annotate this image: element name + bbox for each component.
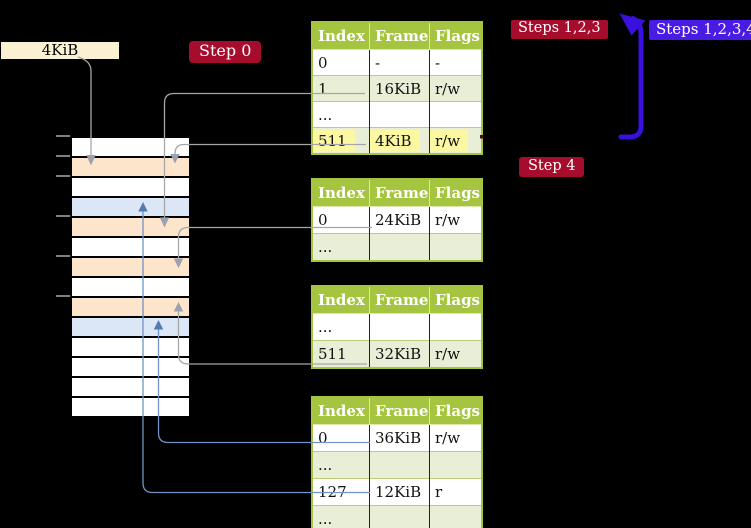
table-cell (369, 101, 430, 128)
table-row: ... (313, 101, 481, 128)
highlighted-value: 511 (313, 129, 355, 152)
memory-frame-row-blue (72, 318, 189, 338)
column-header: Index (313, 287, 370, 314)
memory-tick (56, 255, 70, 257)
table-cell: - (429, 49, 481, 76)
table-cell: 12KiB (369, 478, 430, 506)
memory-tick (56, 155, 70, 157)
table-cell: 0 (313, 49, 370, 76)
table-cell: r/w (429, 75, 481, 102)
table-cell: ... (313, 101, 370, 128)
table-row: ... (313, 313, 481, 341)
table-cell (429, 101, 481, 128)
memory-frame-row-white (72, 378, 189, 398)
column-header: Frame (369, 23, 430, 50)
column-header: Index (313, 23, 370, 50)
memory-frame-row-blue (72, 198, 189, 218)
column-header: Frame (369, 287, 430, 314)
column-header: Flags (429, 180, 481, 207)
table-row: ... (313, 451, 481, 479)
column-header: Index (313, 398, 370, 425)
memory-frame-row-white (72, 278, 189, 298)
table-cell (429, 233, 481, 260)
table-cell: ... (313, 313, 370, 341)
step0-badge: Step 0 (189, 41, 262, 63)
highlighted-value: 4KiB (370, 129, 420, 152)
column-header: Flags (429, 287, 481, 314)
column-header: Flags (429, 23, 481, 50)
memory-tick (56, 175, 70, 177)
frame-size-label: 4KiB (1, 42, 119, 59)
table-row: 511 4KiB r/w (313, 127, 481, 153)
table-row: 0-- (313, 49, 481, 76)
table-cell: r/w (429, 127, 481, 153)
table-cell: 0 (313, 206, 370, 234)
memory-frame-row-white (72, 358, 189, 378)
memory-frame-row-white (72, 238, 189, 258)
physical-memory-column (70, 136, 191, 418)
table-cell (369, 451, 430, 479)
column-header: Frame (369, 398, 430, 425)
column-header: Frame (369, 180, 430, 207)
memory-frame-row-white (72, 178, 189, 198)
recursive-loop-arrowhead (619, 13, 646, 36)
table-cell: r/w (429, 424, 481, 452)
recursive-loop-arrow (618, 16, 644, 140)
table-cell (369, 313, 430, 341)
memory-frame-row-orange (72, 258, 189, 278)
table-cell: 1 (313, 75, 370, 102)
steps123-badge: Steps 1,2,3 (511, 20, 608, 39)
table-cell (369, 505, 430, 528)
table-cell: r/w (429, 206, 481, 234)
column-header: Index (313, 180, 370, 207)
highlighted-value: r/w (430, 129, 469, 152)
memory-tick (56, 135, 70, 137)
table-cell (369, 233, 430, 260)
table-cell: 36KiB (369, 424, 430, 452)
table-cell: 24KiB (369, 206, 430, 234)
table-cell: ... (313, 451, 370, 479)
table-cell: 127 (313, 478, 370, 506)
table-row: ... (313, 505, 481, 528)
table-cell: - (369, 49, 430, 76)
memory-frame-row-white (72, 138, 189, 158)
memory-frame-row-white (72, 398, 189, 416)
memory-frame-row-orange (72, 218, 189, 238)
table-row: ... (313, 233, 481, 260)
step4-badge: Step 4 (519, 157, 585, 177)
table-cell: 16KiB (369, 75, 430, 102)
table-cell (429, 451, 481, 479)
table-cell: ... (313, 233, 370, 260)
table-cell: r/w (429, 340, 481, 367)
table-cell (429, 505, 481, 528)
table-cell: 511 (313, 127, 370, 153)
table-cell: ... (313, 505, 370, 528)
memory-tick (56, 215, 70, 217)
memory-tick (56, 295, 70, 297)
table-cell: 0 (313, 424, 370, 452)
table-cell: 4KiB (369, 127, 430, 153)
table-cell: 511 (313, 340, 370, 367)
memory-frame-row-orange (72, 298, 189, 318)
table-cell: r (429, 478, 481, 506)
table-cell (429, 313, 481, 341)
memory-frame-row-orange (72, 158, 189, 178)
memory-frame-row-white (72, 338, 189, 358)
column-header: Flags (429, 398, 481, 425)
steps1234-badge: Steps 1,2,3,4 (649, 20, 751, 40)
table-cell: 32KiB (369, 340, 430, 367)
